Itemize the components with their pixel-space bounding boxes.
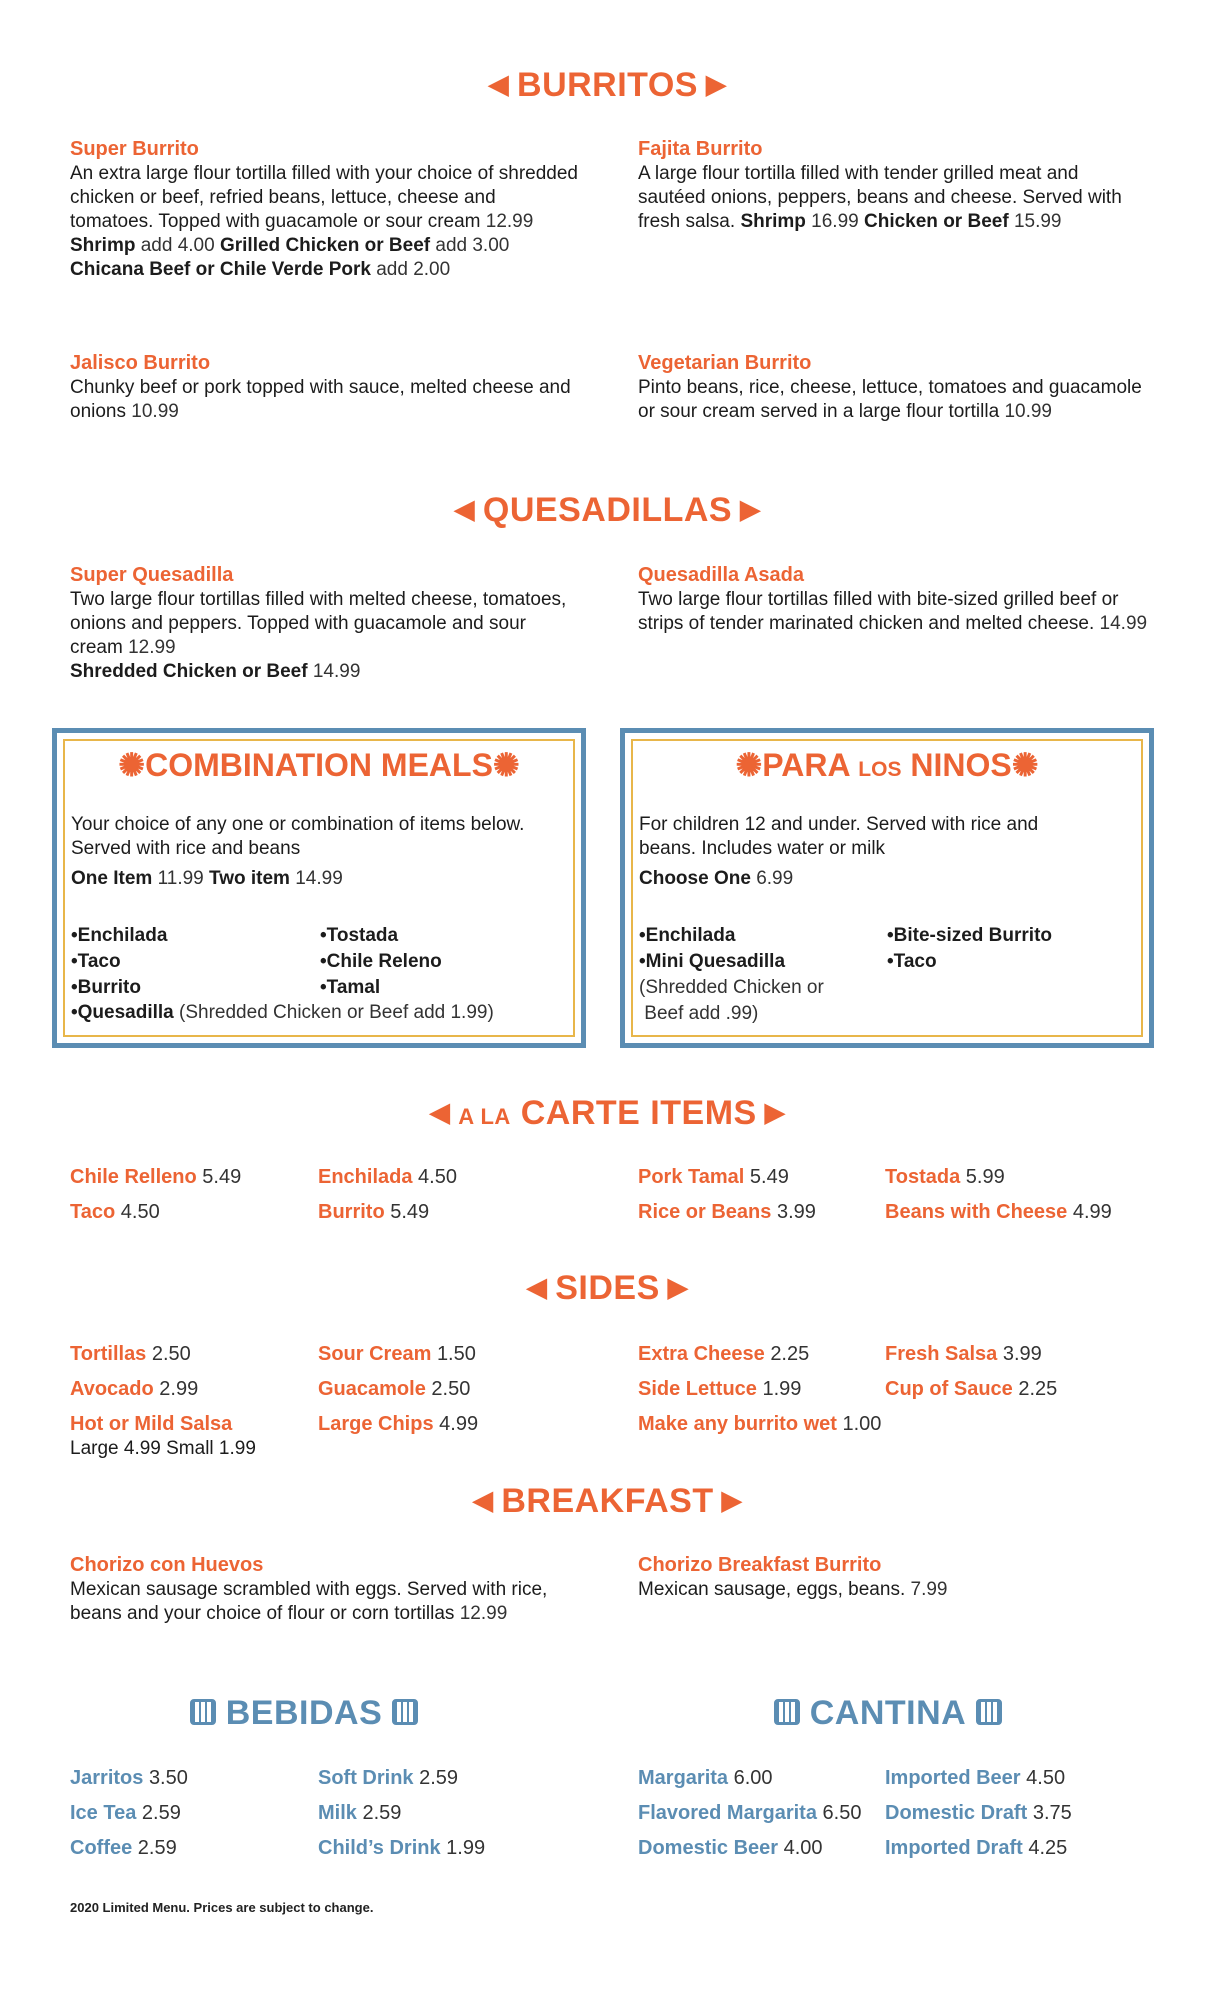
grid-icon xyxy=(773,1699,800,1726)
menu-item-chorizo-con-huevos: Chorizo con Huevos Mexican sausage scram… xyxy=(70,1554,548,1624)
triangle-right-icon: ▶ xyxy=(705,69,727,100)
menu-item: Milk 2.59 xyxy=(318,1802,402,1824)
sun-icon: ✺ xyxy=(1011,747,1039,783)
triangle-right-icon: ▶ xyxy=(721,1485,743,1516)
combination-quesadilla: •Quesadilla (Shredded Chicken or Beef ad… xyxy=(71,1002,494,1023)
menu-item: Imported Beer 4.50 xyxy=(885,1767,1066,1789)
list-item: •Chile Releno xyxy=(320,951,442,972)
list-item: •Enchilada xyxy=(71,925,168,946)
triangle-right-icon: ▶ xyxy=(764,1097,786,1128)
ninos-desc: For children 12 and under. Served with r… xyxy=(639,814,1039,859)
ninos-pricing: Choose One 6.99 xyxy=(639,868,794,889)
triangle-left-icon: ◀ xyxy=(526,1272,548,1303)
menu-item: Beans with Cheese 4.99 xyxy=(885,1201,1112,1223)
ninos-list-col2: •Bite-sized Burrito •Taco xyxy=(887,923,1052,975)
sun-icon: ✺ xyxy=(492,747,520,783)
menu-item-fajita-burrito: Fajita Burrito A large flour tortilla fi… xyxy=(638,138,1122,232)
menu-item: Margarita 6.00 xyxy=(638,1767,773,1789)
section-title-quesadillas: ◀QUESADILLAS▶ xyxy=(454,491,761,529)
combination-desc: Your choice of any one or combination of… xyxy=(71,814,525,859)
menu-item: Imported Draft 4.25 xyxy=(885,1837,1068,1859)
section-title-sides: ◀SIDES▶ xyxy=(526,1269,689,1307)
menu-item: Tostada 5.99 xyxy=(885,1166,1005,1188)
menu-item: Ice Tea 2.59 xyxy=(70,1802,181,1824)
list-note: Beef add .99) xyxy=(639,1003,759,1024)
menu-item: Fresh Salsa 3.99 xyxy=(885,1343,1042,1365)
list-item: •Burrito xyxy=(71,977,141,998)
menu-item: Extra Cheese 2.25 xyxy=(638,1343,810,1365)
list-item: •Enchilada xyxy=(639,925,736,946)
section-title-breakfast: ◀BREAKFAST▶ xyxy=(472,1482,743,1520)
menu-item: Domestic Draft 3.75 xyxy=(885,1802,1072,1824)
menu-item-quesadilla-asada: Quesadilla Asada Two large flour tortill… xyxy=(638,564,1148,634)
combination-list-col1: •Enchilada •Taco •Burrito xyxy=(71,923,167,1001)
menu-item: Flavored Margarita 6.50 xyxy=(638,1802,862,1824)
footnote: 2020 Limited Menu. Prices are subject to… xyxy=(70,1900,374,1915)
list-item: •Bite-sized Burrito xyxy=(887,925,1052,946)
menu-item: Rice or Beans 3.99 xyxy=(638,1201,816,1223)
combination-meals-box: ✺COMBINATION MEALS✺ Your choice of any o… xyxy=(52,728,586,1048)
menu-item: Side Lettuce 1.99 xyxy=(638,1378,802,1400)
menu-item: Jarritos 3.50 xyxy=(70,1767,188,1789)
combination-list-col2: •Tostada •Chile Releno •Tamal xyxy=(320,923,442,1001)
menu-item-chorizo-breakfast-burrito: Chorizo Breakfast Burrito Mexican sausag… xyxy=(638,1554,948,1600)
triangle-left-icon: ◀ xyxy=(429,1097,451,1128)
sun-icon: ✺ xyxy=(118,747,146,783)
sun-icon: ✺ xyxy=(735,747,763,783)
menu-item: Tortillas 2.50 xyxy=(70,1343,191,1365)
list-item: •Taco xyxy=(71,951,121,972)
menu-item: Taco 4.50 xyxy=(70,1201,160,1223)
grid-icon xyxy=(976,1699,1003,1726)
grid-icon xyxy=(189,1699,216,1726)
list-item: •Tostada xyxy=(320,925,399,946)
list-item: •Tamal xyxy=(320,977,381,998)
menu-item: Avocado 2.99 xyxy=(70,1378,199,1400)
para-los-ninos-box: ✺PARA LOS NINOS✺ For children 12 and und… xyxy=(620,728,1154,1048)
menu-item: Domestic Beer 4.00 xyxy=(638,1837,823,1859)
menu-item: Sour Cream 1.50 xyxy=(318,1343,476,1365)
menu-item: Coffee 2.59 xyxy=(70,1837,177,1859)
list-item: •Mini Quesadilla xyxy=(639,951,786,972)
menu-item: Soft Drink 2.59 xyxy=(318,1767,459,1789)
menu-item: Hot or Mild Salsa xyxy=(70,1413,233,1435)
menu-item: Child’s Drink 1.99 xyxy=(318,1837,486,1859)
menu-item-vegetarian-burrito: Vegetarian Burrito Pinto beans, rice, ch… xyxy=(638,352,1142,422)
triangle-right-icon: ▶ xyxy=(667,1272,689,1303)
menu-item: Make any burrito wet 1.00 xyxy=(638,1413,882,1435)
section-title-bebidas: BEBIDAS xyxy=(0,1693,608,1733)
menu-item: Chile Relleno 5.49 xyxy=(70,1166,242,1188)
section-title-cantina: CANTINA xyxy=(588,1693,1188,1733)
para-los-ninos-title: ✺PARA LOS NINOS✺ xyxy=(735,747,1039,783)
menu-item: Enchilada 4.50 xyxy=(318,1166,457,1188)
menu-item: Large Chips 4.99 xyxy=(318,1413,479,1435)
menu-item-jalisco-burrito: Jalisco Burrito Chunky beef or pork topp… xyxy=(70,352,571,422)
menu-item: Cup of Sauce 2.25 xyxy=(885,1378,1058,1400)
triangle-left-icon: ◀ xyxy=(454,494,475,525)
ninos-list-col1: •Enchilada •Mini Quesadilla (Shredded Ch… xyxy=(639,923,824,1027)
combination-meals-title: ✺COMBINATION MEALS✺ xyxy=(118,747,520,783)
menu-item: Burrito 5.49 xyxy=(318,1201,430,1223)
combination-pricing: One Item 11.99 Two item 14.99 xyxy=(71,868,343,889)
salsa-sizes: Large 4.99 Small 1.99 xyxy=(70,1438,256,1459)
list-item: •Taco xyxy=(887,951,937,972)
triangle-left-icon: ◀ xyxy=(488,69,510,100)
menu-item-super-burrito: Super Burrito An extra large flour torti… xyxy=(70,138,578,280)
menu-item: Guacamole 2.50 xyxy=(318,1378,471,1400)
list-note: (Shredded Chicken or xyxy=(639,977,824,998)
triangle-right-icon: ▶ xyxy=(740,494,761,525)
menu-item: Pork Tamal 5.49 xyxy=(638,1166,789,1188)
menu-item-super-quesadilla: Super Quesadilla Two large flour tortill… xyxy=(70,564,567,682)
grid-icon xyxy=(392,1699,419,1726)
section-title-a-la-carte: ◀A LA CARTE ITEMS▶ xyxy=(429,1094,786,1132)
triangle-left-icon: ◀ xyxy=(472,1485,494,1516)
section-title-burritos: ◀BURRITOS▶ xyxy=(488,66,727,104)
